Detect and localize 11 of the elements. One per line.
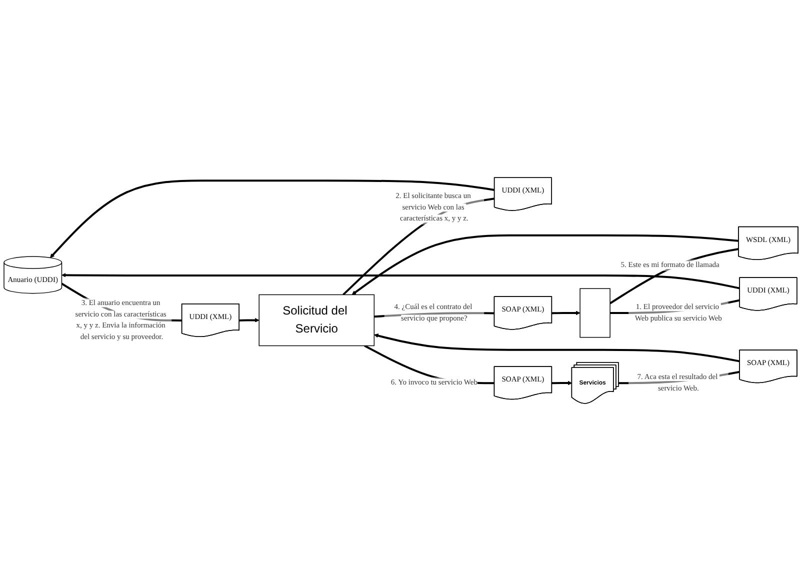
arrow <box>552 380 572 386</box>
connector <box>610 248 739 304</box>
arrow <box>239 318 260 322</box>
arrow <box>374 334 740 362</box>
connector <box>374 312 494 318</box>
arrow <box>352 234 739 295</box>
node-box <box>580 288 610 338</box>
arrow <box>62 272 740 290</box>
arrow <box>552 310 580 316</box>
node-box: Solicitud del Servicio <box>258 294 375 346</box>
arrow <box>50 180 495 258</box>
